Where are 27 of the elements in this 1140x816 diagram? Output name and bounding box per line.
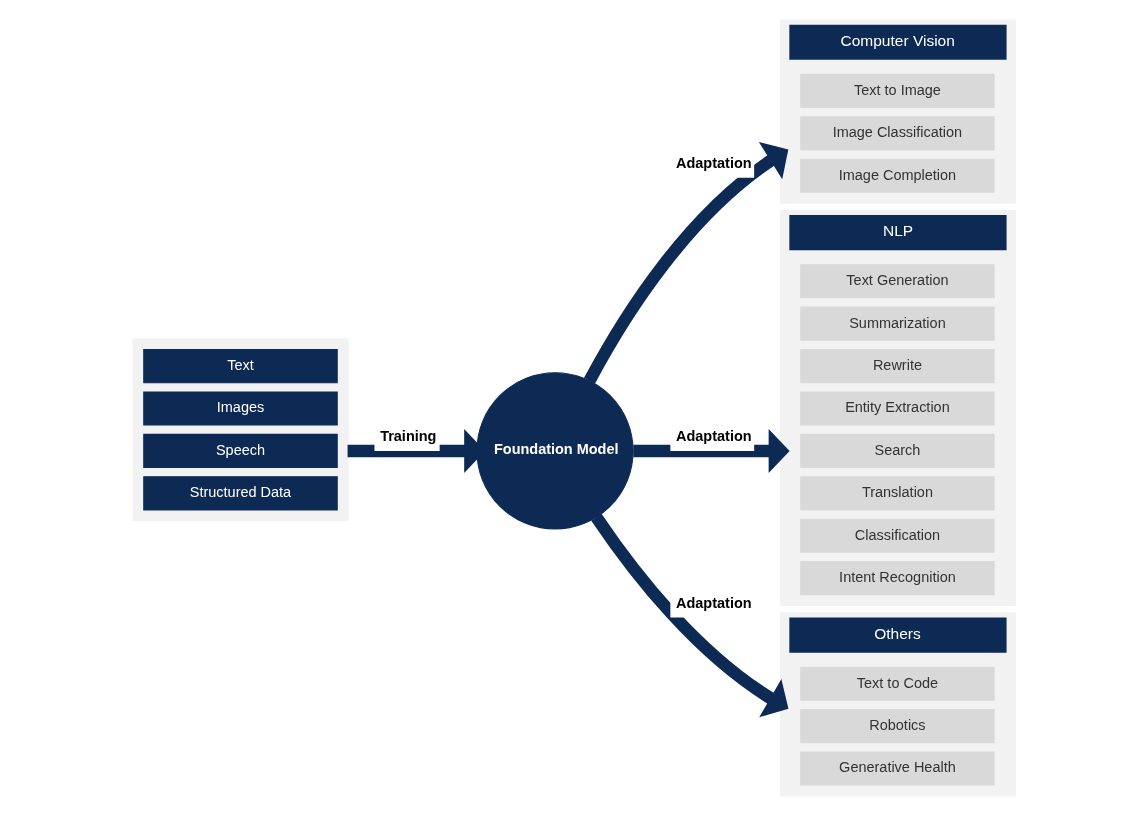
node-box: Images [143, 391, 338, 426]
edge-label: Training [380, 428, 437, 445]
node-box: Intent Recognition [800, 561, 995, 596]
node-box: Rewrite [800, 349, 995, 384]
node-box: Text to Code [800, 666, 995, 701]
node-box: Structured Data [143, 476, 338, 511]
node-box: Speech [143, 433, 338, 468]
arrow [591, 513, 789, 718]
edge-label: Adaptation [676, 594, 752, 611]
node-box: Image Classification [800, 116, 995, 151]
cluster [132, 338, 349, 522]
edge-label: Adaptation [676, 428, 752, 445]
arrow [633, 428, 790, 473]
node-box: Generative Health [800, 751, 995, 786]
node-circle: Foundation Model [476, 372, 634, 530]
node-box: Text [143, 349, 338, 384]
node-box: Search [800, 433, 995, 468]
node-box: Summarization [800, 306, 995, 341]
node-box: Translation [800, 476, 995, 511]
node-box: Text to Image [800, 73, 995, 108]
edge-label: Adaptation [676, 155, 752, 172]
arrow [584, 141, 789, 384]
node-box: Image Completion [800, 158, 995, 193]
node-box: Text Generation [800, 264, 995, 299]
node-box: Classification [800, 518, 995, 553]
node-box: Robotics [800, 709, 995, 744]
node-box: Entity Extraction [800, 391, 995, 426]
